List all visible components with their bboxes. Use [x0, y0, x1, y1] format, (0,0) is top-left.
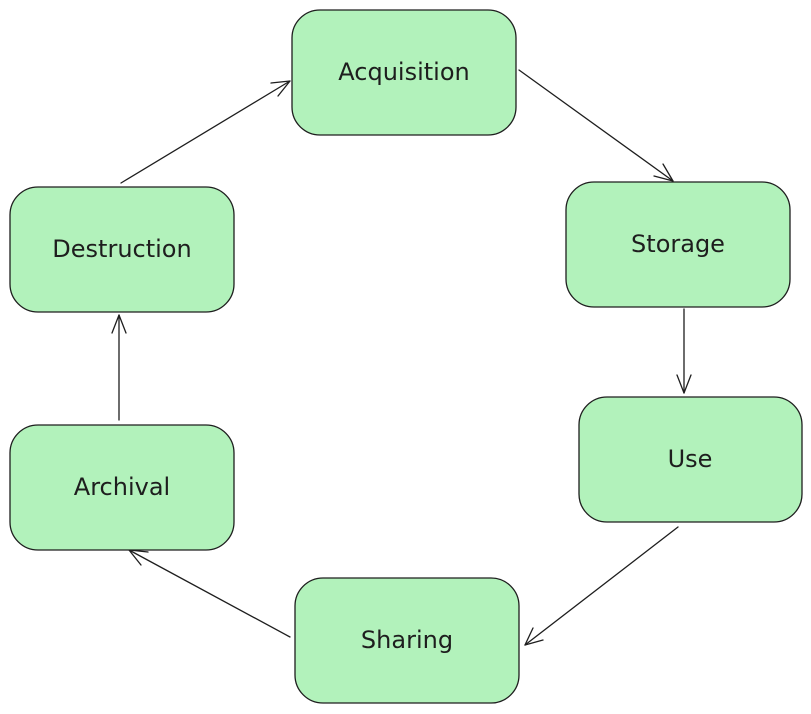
node-use: Use — [578, 396, 803, 523]
node-use-label: Use — [668, 445, 713, 473]
edge-use-to-sharing — [524, 526, 679, 646]
node-acquisition: Acquisition — [291, 9, 517, 136]
edge-acquisition-to-storage — [518, 69, 674, 182]
node-sharing: Sharing — [294, 577, 520, 704]
node-archival-label: Archival — [74, 473, 170, 501]
edge-destruction-to-acquisition — [120, 80, 291, 184]
node-destruction-label: Destruction — [52, 235, 191, 263]
node-archival: Archival — [9, 424, 235, 551]
node-storage: Storage — [565, 181, 791, 308]
edge-archival-to-destruction — [111, 314, 127, 421]
node-sharing-label: Sharing — [361, 626, 453, 654]
node-acquisition-label: Acquisition — [338, 58, 469, 86]
node-storage-label: Storage — [631, 230, 725, 258]
edge-sharing-to-archival — [128, 549, 291, 638]
edge-storage-to-use — [676, 308, 692, 394]
node-destruction: Destruction — [9, 186, 235, 313]
